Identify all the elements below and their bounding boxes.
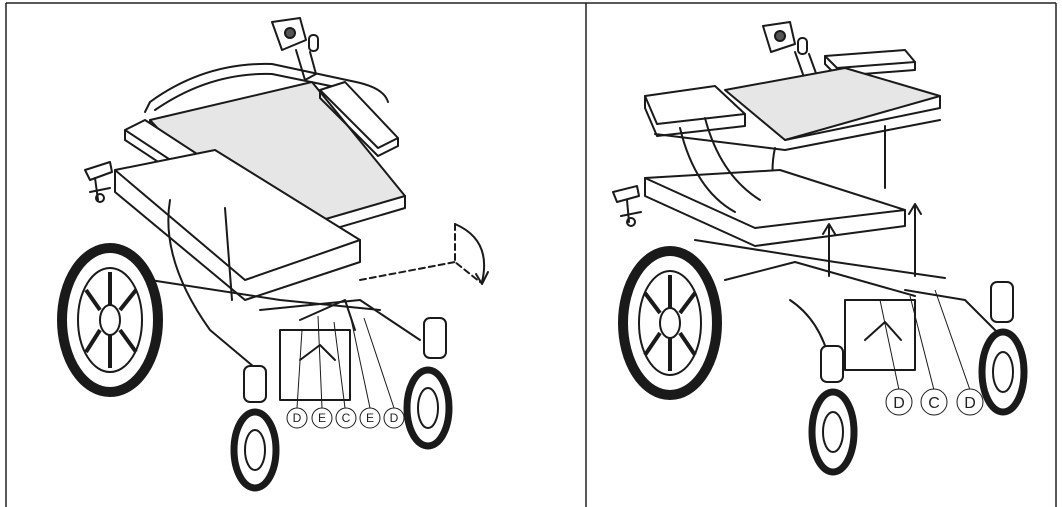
figure-left-panel: D E C E D (57, 17, 489, 492)
seat-base (114, 149, 361, 301)
callout-d-2: D (383, 407, 405, 429)
callouts-left: D E C E D (286, 407, 405, 429)
seat-base (644, 169, 906, 247)
joystick-controller (271, 17, 319, 81)
release-lever (612, 185, 642, 227)
callout-label: E (318, 411, 326, 425)
wheelchair-illustration-folding: D E C E D (57, 17, 489, 492)
backrest-tube (679, 117, 761, 213)
callout-leader-lines-left (296, 313, 395, 409)
frame-struts (694, 239, 1006, 371)
lift-direction-arrows (822, 203, 922, 277)
release-lever (84, 161, 113, 203)
callout-label: D (964, 395, 976, 412)
joystick-controller (762, 21, 818, 81)
folded-backrest (144, 62, 389, 113)
wheelchair-illustration-lifting: D C D (612, 21, 1028, 476)
rear-wheel (57, 243, 163, 397)
callout-label: E (366, 411, 374, 425)
callout-label: C (342, 411, 351, 425)
callout-label: D (390, 411, 399, 425)
callout-leader-lines-right (879, 289, 971, 391)
callout-label: D (293, 411, 302, 425)
callout-d-1: D (885, 388, 913, 416)
callout-e-1: E (311, 407, 333, 429)
callouts-right: D C D (885, 388, 984, 416)
callout-d-2: D (956, 388, 984, 416)
right-armrest (319, 81, 399, 157)
front-caster-left (230, 365, 280, 492)
front-caster-left (808, 345, 858, 476)
callout-c-1: C (920, 388, 948, 416)
figure-right-panel: D C D (585, 0, 1062, 507)
callout-label: D (893, 395, 905, 412)
frame-struts (149, 199, 421, 401)
callout-e-2: E (359, 407, 381, 429)
front-caster-right (403, 317, 453, 450)
callout-label: C (928, 395, 940, 412)
front-caster-right (978, 281, 1028, 416)
left-armrest (644, 85, 746, 137)
callout-d-1: D (286, 407, 308, 429)
folded-seat (654, 67, 941, 197)
rear-wheel (618, 246, 722, 400)
fold-direction-arrow (359, 223, 489, 285)
callout-c-1: C (335, 407, 357, 429)
